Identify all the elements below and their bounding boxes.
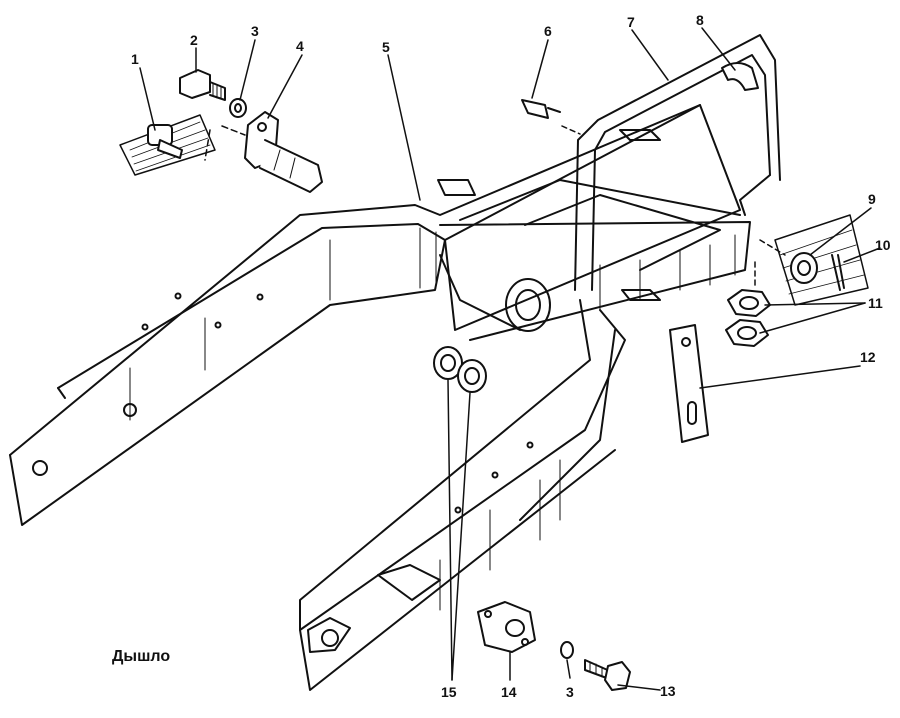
leader-lines <box>139 27 881 691</box>
part-2-bolt <box>179 69 226 101</box>
part-15-washers <box>433 346 487 393</box>
callout-3-top: 3 <box>251 23 259 39</box>
callout-6: 6 <box>544 23 552 39</box>
part-4-pin <box>244 111 323 193</box>
part-11-nuts <box>725 261 771 347</box>
callout-4: 4 <box>296 38 304 54</box>
callout-12: 12 <box>860 349 876 365</box>
part-14-flanged-bushing <box>477 601 536 653</box>
part-3-washer-top <box>229 98 247 118</box>
callout-1: 1 <box>131 51 139 67</box>
part-1-grease-fitting <box>119 114 216 176</box>
part-13-bolt <box>584 659 631 691</box>
part-8-clamp <box>721 62 759 91</box>
callout-9: 9 <box>868 191 876 207</box>
callout-2: 2 <box>190 32 198 48</box>
part-9-10-washer-cotter <box>759 214 869 306</box>
drawbar-frame <box>9 34 781 691</box>
diagram-caption: Дышло <box>112 648 171 665</box>
callout-15: 15 <box>441 684 457 700</box>
callout-5: 5 <box>382 39 390 55</box>
part-3-washer-bottom <box>560 641 574 659</box>
callout-8: 8 <box>696 12 704 28</box>
part-12-plate <box>669 324 709 443</box>
callout-10: 10 <box>875 237 891 253</box>
part-6-clevis-pin <box>521 99 581 135</box>
callout-labels: 1 2 3 4 5 6 7 8 9 10 11 12 13 14 3 15 <box>131 12 891 700</box>
callout-13: 13 <box>660 683 676 699</box>
callout-3-bottom: 3 <box>566 684 574 700</box>
callout-14: 14 <box>501 684 517 700</box>
callout-11: 11 <box>868 295 883 311</box>
callout-7: 7 <box>627 14 635 30</box>
